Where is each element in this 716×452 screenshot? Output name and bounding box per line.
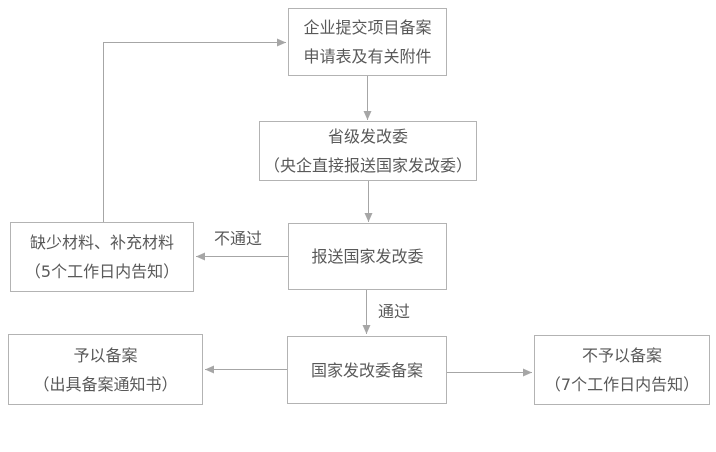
node-text-line: 国家发改委备案	[310, 360, 423, 380]
node-text-line: 省级发改委	[327, 127, 408, 146]
node-text-line: （出具备案通知书）	[33, 374, 178, 394]
node-text-line: 不予以备案	[581, 346, 662, 365]
node-text-line: 予以备案	[73, 345, 138, 365]
node-filing-granted: 予以备案 （出具备案通知书）	[8, 334, 203, 405]
node-provincial-drc: 省级发改委 （央企直接报送国家发改委）	[259, 121, 477, 181]
node-text-line: （央企直接报送国家发改委）	[263, 156, 472, 175]
node-text-line: 申请表及有关附件	[303, 47, 432, 66]
node-missing-materials: 缺少材料、补充材料 （5个工作日内告知）	[10, 222, 194, 292]
node-text-line: 报送国家发改委	[311, 247, 424, 266]
edge-label-pass: 通过	[378, 302, 411, 321]
node-text-line: 缺少材料、补充材料	[29, 233, 174, 252]
node-report-national-drc: 报送国家发改委	[288, 223, 447, 290]
node-text-line: （7个工作日内告知）	[544, 375, 700, 394]
node-text-line: 企业提交项目备案	[303, 18, 432, 37]
node-submit-application: 企业提交项目备案 申请表及有关附件	[288, 8, 447, 76]
edge-label-fail: 不通过	[214, 229, 263, 248]
node-text-line: （5个工作日内告知）	[24, 262, 180, 281]
node-national-drc-filing: 国家发改委备案	[287, 336, 447, 404]
arrow-missing-to-submit-feedback	[103, 38, 286, 222]
node-filing-denied: 不予以备案 （7个工作日内告知）	[534, 335, 710, 405]
